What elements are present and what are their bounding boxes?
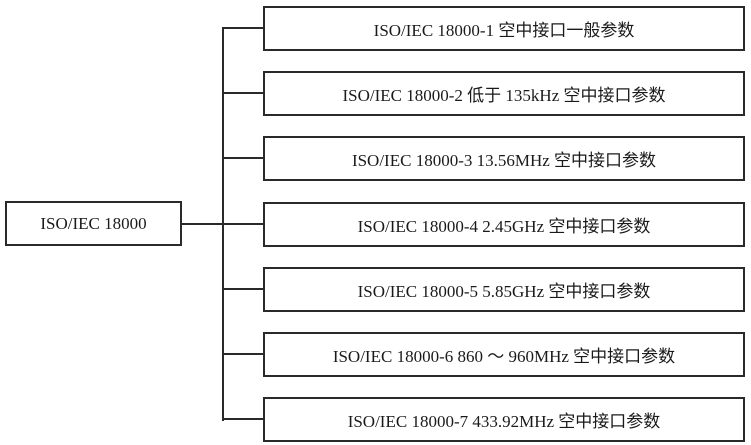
root-label: ISO/IEC 18000 bbox=[40, 213, 147, 233]
child-label: ISO/IEC 18000-1 空中接口一般参数 bbox=[373, 21, 635, 40]
child-node-6: ISO/IEC 18000-6 860 ～ 960MHz 空中接口参数 bbox=[263, 332, 745, 377]
child-node-7: ISO/IEC 18000-7 433.92MHz 空中接口参数 bbox=[263, 397, 745, 443]
child-node-1: ISO/IEC 18000-1 空中接口一般参数 bbox=[263, 6, 745, 51]
root-connector bbox=[181, 223, 223, 225]
child-label: ISO/IEC 18000-3 13.56MHz 空中接口参数 bbox=[351, 151, 657, 171]
child-label: ISO/IEC 18000-2 低于 135kHz 空中接口参数 bbox=[342, 86, 666, 106]
branch-connector bbox=[222, 27, 264, 29]
child-label: ISO/IEC 18000-5 5.85GHz 空中接口参数 bbox=[357, 281, 651, 301]
child-node-3: ISO/IEC 18000-3 13.56MHz 空中接口参数 bbox=[263, 136, 745, 182]
child-label: ISO/IEC 18000-6 860 ～ 960MHz 空中接口参数 bbox=[332, 347, 676, 366]
branch-connector bbox=[222, 353, 264, 355]
child-label: ISO/IEC 18000-4 2.45GHz 空中接口参数 bbox=[357, 216, 651, 236]
branch-connector bbox=[222, 222, 264, 225]
child-label: ISO/IEC 18000-7 433.92MHz 空中接口参数 bbox=[347, 412, 661, 432]
branch-connector bbox=[222, 92, 264, 95]
branch-connector bbox=[222, 418, 264, 421]
branch-connector bbox=[222, 157, 264, 160]
child-node-2: ISO/IEC 18000-2 低于 135kHz 空中接口参数 bbox=[263, 71, 745, 117]
root-node: ISO/IEC 18000 bbox=[5, 201, 182, 246]
branch-connector bbox=[222, 287, 264, 290]
child-node-4: ISO/IEC 18000-4 2.45GHz 空中接口参数 bbox=[263, 201, 745, 247]
child-node-5: ISO/IEC 18000-5 5.85GHz 空中接口参数 bbox=[263, 266, 745, 312]
